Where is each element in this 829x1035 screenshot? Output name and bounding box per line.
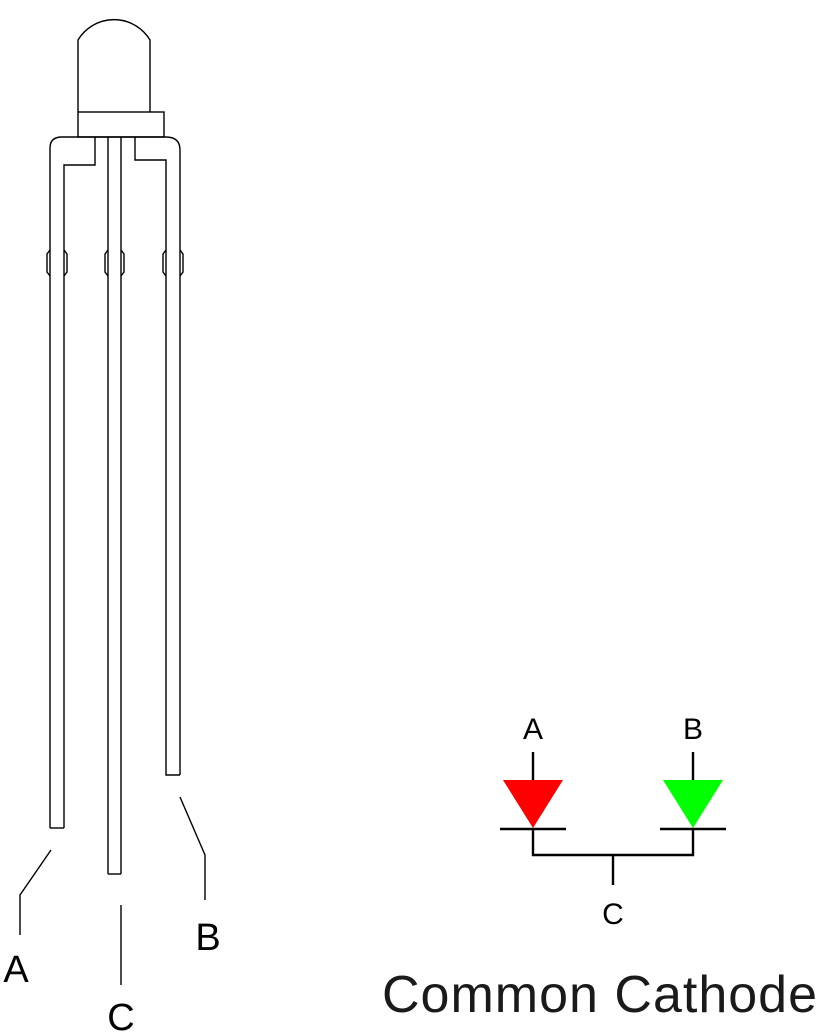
lead-c-kink [104,249,109,277]
diode-b-triangle [663,780,723,828]
common-cathode-wire [531,829,695,885]
symbol-label-a: A [523,713,543,746]
lead-c [104,137,125,875]
symbol-label-c: C [602,898,624,931]
led-flange [77,111,165,138]
schematic-symbol: A B C [500,713,726,931]
pin-label-a: A [3,949,29,991]
led-package-drawing: A C B [3,19,221,1035]
diode-a-triangle [503,780,563,828]
caption-text: Common Cathode [382,966,818,1024]
leader-line-a [19,849,52,935]
lead-b [134,137,184,776]
led-body-outline [49,136,181,828]
pin-label-b: B [195,917,220,959]
symbol-label-b: B [683,713,703,746]
lead-b-kink [162,249,167,277]
lead-a-kink [46,249,51,277]
led-dome [77,19,151,112]
leader-line-b [179,796,206,900]
pin-label-c: C [107,997,134,1035]
lead-a [46,137,96,829]
